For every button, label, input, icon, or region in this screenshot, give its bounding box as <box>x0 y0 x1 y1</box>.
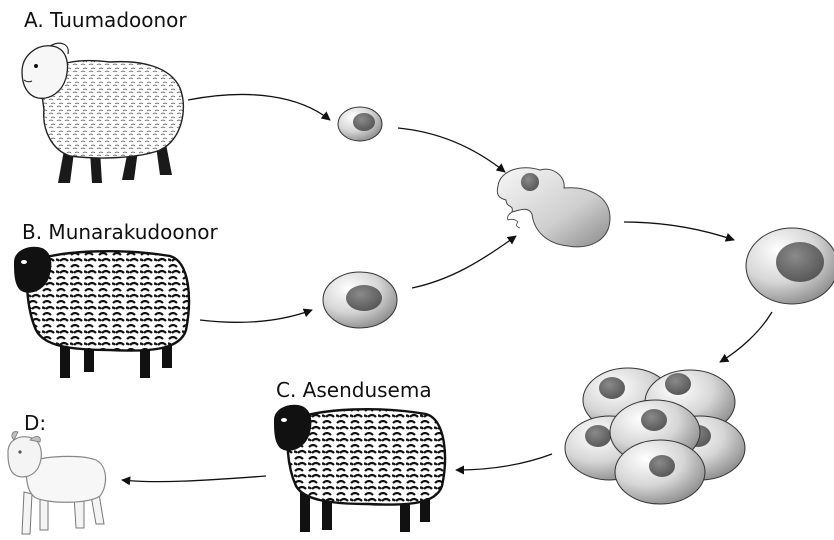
fused-cell <box>497 168 610 247</box>
black-faced-sheep-icon <box>274 405 445 532</box>
somatic-cell <box>338 107 382 141</box>
label-c-asendusema: C. Asendusema <box>276 378 432 402</box>
white-sheep-icon <box>22 43 183 183</box>
label-a-tuumadoonor: A. Tuumadoonor <box>24 8 187 32</box>
egg-cell <box>323 272 397 328</box>
black-faced-sheep-icon <box>14 247 189 378</box>
label-d: D: <box>24 411 46 435</box>
embryo-cell <box>746 228 834 304</box>
lamb-icon <box>8 432 106 534</box>
embryo-cluster <box>565 368 745 504</box>
label-b-munarakudoonor: B. Munarakudoonor <box>22 220 219 244</box>
